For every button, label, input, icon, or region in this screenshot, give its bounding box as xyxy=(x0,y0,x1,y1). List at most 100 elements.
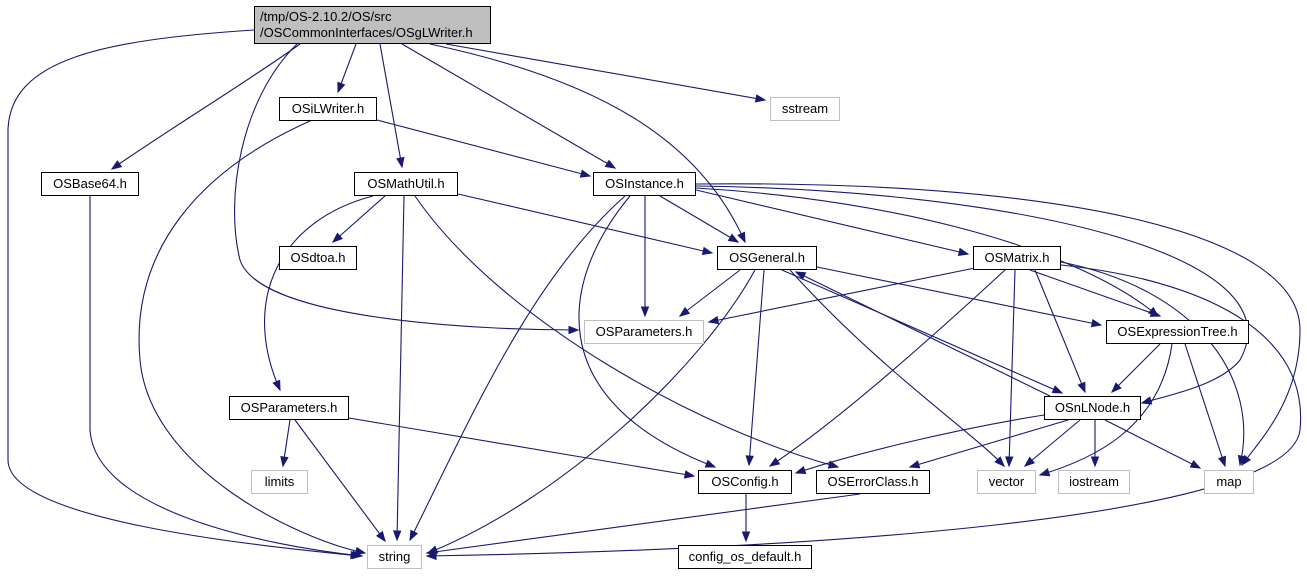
edge-root-osinstance xyxy=(401,43,616,169)
root-path-line2: /OSCommonInterfaces/OSgLWriter.h xyxy=(260,25,473,40)
edge-osinstance-osgeneral xyxy=(659,195,739,243)
edge-osmathutil-osgeneral xyxy=(457,193,713,254)
edge-osgeneral-osnlnode xyxy=(781,269,1063,394)
edge-osinstance-map xyxy=(695,183,1301,466)
arrowhead-osexpressiontree-osnlnode xyxy=(1111,382,1122,393)
arrowhead-osexpressiontree-map xyxy=(1218,455,1227,468)
node-osnlnode[interactable]: OSnLNode.h xyxy=(1044,396,1141,420)
node-osexpressiontree[interactable]: OSExpressionTree.h xyxy=(1106,320,1249,344)
edge-osgeneral-osconfig xyxy=(748,269,765,466)
edge-osinstance-osexpressiontree xyxy=(695,187,1159,317)
arrowhead-osnlnode-osconfig xyxy=(794,466,807,475)
arrowhead-root-osparameters-ext xyxy=(568,325,580,335)
arrowhead-osmathutil-string xyxy=(392,530,402,542)
edge-osmatrix-osconfig xyxy=(769,269,1006,467)
arrowhead-osinstance-osmatrix xyxy=(957,247,970,256)
node-config-os-default[interactable]: config_os_default.h xyxy=(678,545,812,569)
edge-root-osmathutil xyxy=(379,43,403,168)
node-limits[interactable]: limits xyxy=(251,470,308,494)
node-osinstance[interactable]: OSInstance.h xyxy=(593,172,696,196)
edge-osmatrix-map xyxy=(1060,261,1245,466)
node-osmathutil[interactable]: OSMathUtil.h xyxy=(354,172,458,196)
arrowhead-osgeneral-osparameters-ext xyxy=(678,306,691,317)
arrowhead-root-osmathutil xyxy=(396,156,405,169)
node-osilwriter[interactable]: OSiLWriter.h xyxy=(279,97,377,121)
edge-osgeneral-osexpressiontree xyxy=(816,266,1102,326)
node-oserrorclass[interactable]: OSErrorClass.h xyxy=(816,470,930,494)
arrowhead-root-sstream xyxy=(754,94,767,103)
arrowhead-osinstance-string xyxy=(409,529,419,542)
arrowhead-osmatrix-osconfig xyxy=(768,457,781,467)
edge-osnlnode-vector xyxy=(1024,419,1081,467)
arrowhead-osinstance-osconfig xyxy=(704,459,717,468)
arrowhead-osilwriter-string xyxy=(354,546,367,556)
edge-osmathutil-string xyxy=(396,195,405,541)
edge-root-osbase64 xyxy=(111,43,301,170)
arrowhead-osbase64-string xyxy=(352,550,364,560)
edge-root-sstream xyxy=(445,43,766,101)
edge-osilwriter-osinstance xyxy=(376,119,591,177)
root-path-line1: /tmp/OS-2.10.2/OS/src xyxy=(260,9,392,24)
arrowhead-osmatrix-osparameters-ext xyxy=(707,315,720,325)
edge-osgeneral-osparameters-ext xyxy=(679,269,741,317)
arrowhead-osnlnode-iostream xyxy=(1090,456,1100,468)
edge-osmathutil-oserrorclass xyxy=(414,195,839,468)
arrowhead-osmathutil-oserrorclass xyxy=(827,460,840,469)
arrowhead-osgeneral-vector xyxy=(994,456,1005,467)
node-osmatrix[interactable]: OSMatrix.h xyxy=(973,246,1061,270)
edge-osexpressiontree-map xyxy=(1184,343,1226,467)
arrowhead-root-osbase64 xyxy=(110,160,123,170)
node-osgeneral[interactable]: OSGeneral.h xyxy=(717,246,817,270)
arrowhead-osnlnode-osgeneral xyxy=(794,271,807,280)
edge-osgeneral-string xyxy=(427,269,756,554)
node-sstream[interactable]: sstream xyxy=(770,97,840,121)
arrowhead-osmatrix-vector xyxy=(1005,456,1014,468)
edge-osnlnode-oserrorclass xyxy=(909,419,1069,468)
node-root-osglwriter[interactable]: /tmp/OS-2.10.2/OS/src /OSCommonInterface… xyxy=(254,6,491,44)
arrowhead-osparameters-limits xyxy=(280,455,289,468)
edge-osinstance-string xyxy=(409,195,626,541)
arrowhead-osnlnode-vector xyxy=(1023,456,1036,467)
arrowhead-osinstance-osnlnode xyxy=(1140,396,1153,405)
edge-osmatrix-string xyxy=(426,264,1302,557)
edge-osinstance-osconfig xyxy=(578,195,716,468)
edge-osmathutil-osdtoa xyxy=(332,195,386,243)
edge-osparameters-osconfig xyxy=(348,417,695,477)
arrowhead-osexpressiontree-vector xyxy=(1038,468,1051,477)
node-osbase64[interactable]: OSBase64.h xyxy=(41,172,139,196)
edge-osmathutil-osparameters xyxy=(264,195,374,391)
arrowhead-osgeneral-osexpressiontree xyxy=(1090,318,1103,328)
edge-osnlnode-map xyxy=(1104,419,1201,469)
node-string[interactable]: string xyxy=(367,545,422,569)
edge-osinstance-osnlnode xyxy=(695,185,1249,404)
arrowhead-root-osgeneral xyxy=(737,231,746,244)
arrowhead-osgeneral-osnlnode xyxy=(1051,385,1064,394)
arrowhead-osmatrix-osexpressiontree xyxy=(1149,308,1162,317)
node-iostream[interactable]: iostream xyxy=(1058,470,1130,494)
node-osconfig[interactable]: OSConfig.h xyxy=(698,470,792,494)
node-osparameters-external[interactable]: OSParameters.h xyxy=(584,320,704,344)
arrowhead-osmathutil-osparameters xyxy=(272,379,281,392)
edge-osparameters-string xyxy=(294,419,386,542)
node-vector[interactable]: vector xyxy=(977,470,1036,494)
edge-root-osgeneral xyxy=(429,43,746,243)
edge-root-string xyxy=(7,29,361,557)
arrowhead-osnlnode-oserrorclass xyxy=(908,460,921,469)
arrowhead-osilwriter-osinstance xyxy=(579,169,592,178)
edge-osmatrix-osexpressiontree xyxy=(1029,269,1161,317)
arrowhead-root-osilwriter xyxy=(337,81,346,94)
node-osparameters[interactable]: OSParameters.h xyxy=(229,396,349,420)
arrowhead-osparameters-string xyxy=(375,530,386,543)
node-osdtoa[interactable]: OSdtoa.h xyxy=(279,246,357,270)
arrowhead-osmathutil-osgeneral xyxy=(701,246,714,255)
edge-root-osparameters-ext xyxy=(234,43,579,331)
arrowhead-root-osinstance xyxy=(604,159,617,169)
arrowhead-osmatrix-osnlnode xyxy=(1077,381,1086,394)
arrowhead-osinstance-osgeneral xyxy=(727,233,740,243)
edge-osbase64-string xyxy=(89,196,363,557)
arrowhead-osparameters-osconfig xyxy=(683,470,696,479)
edge-osexpressiontree-vector xyxy=(1039,343,1173,476)
node-map[interactable]: map xyxy=(1204,470,1254,494)
arrowhead-osinstance-osparameters-ext xyxy=(640,306,650,318)
arrowhead-oserrorclass-string xyxy=(425,547,437,556)
